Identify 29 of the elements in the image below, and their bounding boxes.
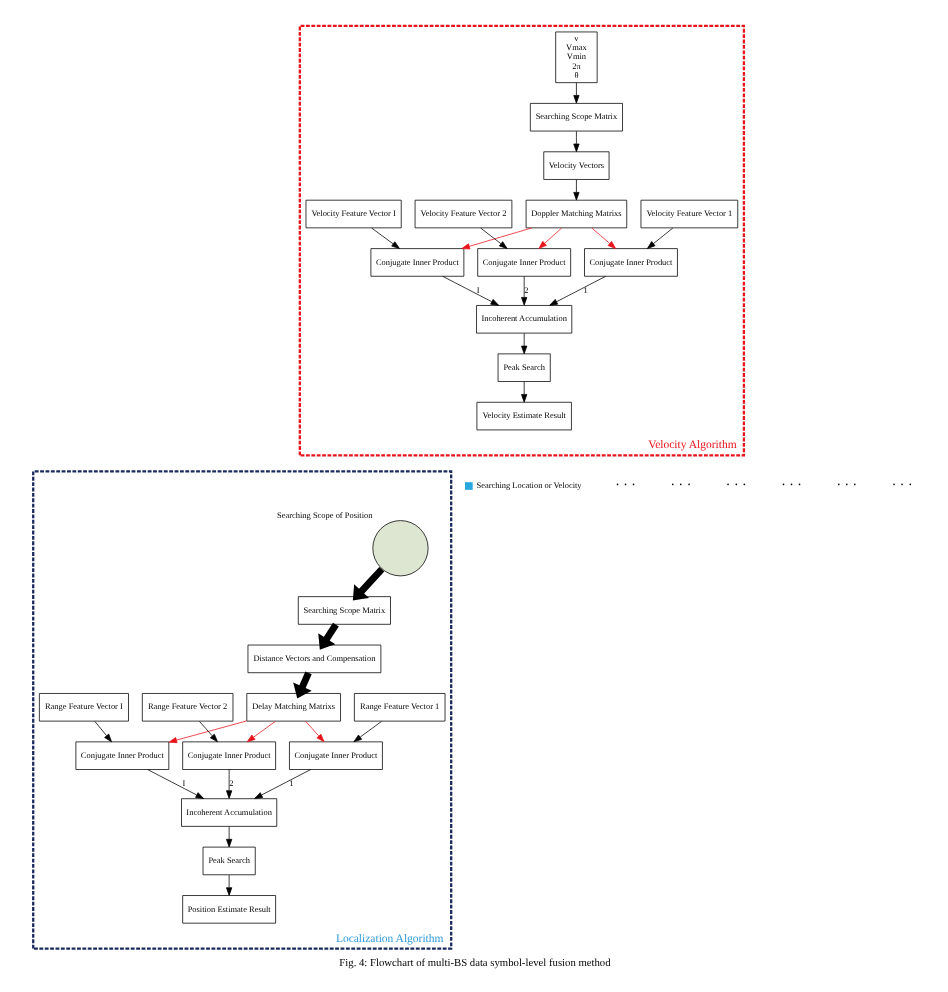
arrow	[93, 720, 111, 743]
arrow	[245, 720, 275, 743]
arrow	[253, 769, 310, 799]
arrow	[572, 130, 579, 153]
arrow	[225, 826, 232, 848]
arrow	[351, 566, 384, 601]
arrow	[572, 179, 579, 201]
arrow	[520, 381, 527, 403]
arrow	[352, 720, 381, 743]
arrow	[198, 720, 217, 743]
arrow	[520, 332, 527, 355]
arrow	[548, 275, 606, 306]
node-circle	[371, 520, 428, 577]
arrow	[146, 769, 204, 799]
arrow	[225, 769, 232, 799]
arrow	[304, 720, 324, 743]
arrow	[590, 227, 615, 249]
arrow	[479, 227, 507, 249]
arrow	[292, 671, 311, 699]
arrow	[646, 227, 673, 249]
arrow	[460, 227, 532, 250]
arrow	[370, 227, 399, 249]
arrow	[225, 874, 232, 896]
arrow	[167, 720, 246, 744]
arrow	[520, 275, 527, 306]
arrow	[441, 275, 499, 306]
arrow	[537, 227, 561, 249]
arrow	[572, 82, 579, 104]
arrow	[317, 622, 338, 650]
